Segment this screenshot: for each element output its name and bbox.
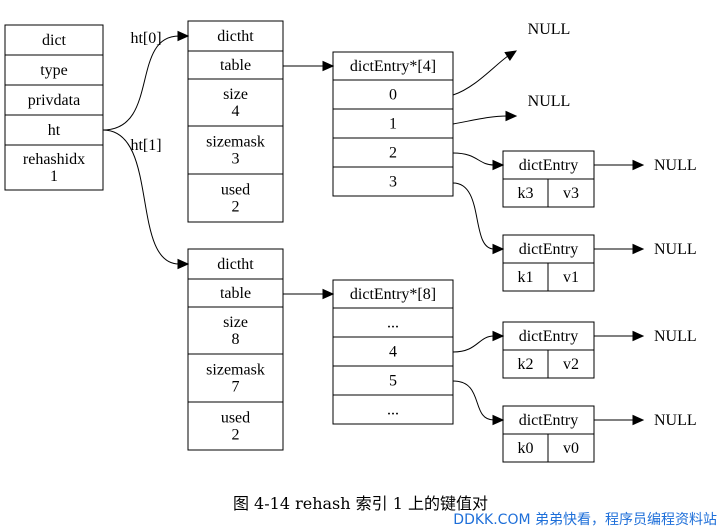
dict-entry-1-title-label: dictEntry — [519, 241, 579, 258]
site-watermark: DDKK.COM 弟弟快看，程序员编程资料站 — [453, 512, 717, 528]
edge-ht0-table-arrowhead — [322, 60, 335, 72]
null-bucket-0: NULL — [528, 21, 571, 38]
dict-entry-0-key-label: k3 — [518, 185, 534, 202]
ht0-field-table-label: table — [220, 57, 251, 74]
dict-title — [4, 24, 104, 56]
dict-entry-2-key-label: k2 — [518, 356, 534, 373]
edge-ht0-bucket-0-null — [452, 55, 509, 96]
ht0-title-label: dictht — [217, 28, 254, 45]
ht1-array-title — [332, 279, 454, 309]
edge-bucket-2-entry-k3-arrowhead — [492, 159, 505, 171]
dict-entry-1-key-label: k1 — [518, 269, 534, 286]
dict-field-type — [4, 54, 104, 86]
dict-field-privdata — [4, 84, 104, 116]
dict-entry-1-value — [547, 262, 595, 292]
ht0-array-slot-3-label: 3 — [389, 174, 397, 191]
dict-entry-3-value — [547, 433, 595, 463]
ht1-field-sizemask — [187, 353, 284, 403]
dict-entry-2-value-label: v2 — [563, 356, 579, 373]
edge-label-ht1: ht[1] — [130, 137, 161, 154]
null-entry-3: NULL — [654, 412, 697, 429]
ht0-array-title-label: dictEntry*[4] — [350, 58, 436, 75]
dict-entry-0-value — [547, 178, 595, 208]
edge-bucket-4-entry-k2 — [452, 335, 495, 353]
ht0-array-slot-1-label: 1 — [389, 116, 397, 133]
edge-dict-ht0 — [102, 35, 180, 131]
edge-dict-ht0-arrowhead — [177, 30, 190, 42]
ht1-array-slot-3-label: ... — [387, 402, 399, 419]
edge-entry-2-next-arrowhead — [632, 330, 645, 342]
dict-entry-3-title-label: dictEntry — [519, 412, 579, 429]
ht1-array-slot-3 — [332, 394, 454, 425]
edge-label-ht0: ht[0] — [130, 30, 161, 47]
dict-entry-1-value-label: v1 — [563, 269, 579, 286]
dict-field-ht-label: ht — [48, 122, 61, 139]
edge-entry-3-next-arrowhead — [632, 414, 645, 426]
ht0-array-slot-0-label: 0 — [389, 87, 397, 104]
dict-title-label: dict — [42, 32, 67, 49]
edge-entry-0-next-arrowhead — [632, 159, 645, 171]
edge-bucket-5-entry-k0 — [452, 380, 495, 421]
dict-entry-2-title-label: dictEntry — [519, 328, 579, 345]
edge-dict-ht1-arrowhead — [177, 258, 190, 270]
figure-caption: 图 4-14 rehash 索引 1 上的键值对 — [232, 494, 489, 513]
ht1-array-slot-2 — [332, 365, 454, 396]
edge-dict-ht1 — [102, 129, 180, 265]
edge-ht0-bucket-0-null-arrowhead — [504, 50, 518, 62]
ht0-array-slot-2-label: 2 — [389, 145, 397, 162]
dict-entry-0-title-label: dictEntry — [519, 157, 579, 174]
ht1-array-title-label: dictEntry*[8] — [350, 286, 436, 303]
ht0-title — [187, 20, 284, 52]
ht1-array-slot-0 — [332, 307, 454, 338]
ht1-title — [187, 248, 284, 280]
null-entry-2: NULL — [654, 328, 697, 345]
null-entry-1: NULL — [654, 241, 697, 258]
edge-bucket-5-entry-k0-arrowhead — [492, 414, 505, 426]
dict-entry-3-value-label: v0 — [563, 440, 579, 457]
null-bucket-1: NULL — [528, 93, 571, 110]
dict-entry-0-title — [502, 150, 595, 180]
ht1-field-used — [187, 401, 284, 451]
edge-bucket-4-entry-k2-arrowhead — [492, 330, 505, 342]
dict-entry-2-value — [547, 349, 595, 379]
ht0-field-table — [187, 50, 284, 80]
ht1-field-table-label: table — [220, 285, 251, 302]
edge-bucket-3-entry-k1-arrowhead — [492, 243, 505, 255]
edge-bucket-2-entry-k3 — [452, 152, 495, 166]
ht0-field-sizemask — [187, 125, 284, 175]
dict-entry-2-key — [502, 349, 549, 379]
dict-field-privdata-label: privdata — [28, 92, 80, 109]
edge-ht1-table-arrowhead — [322, 288, 335, 300]
dict-entry-0-key — [502, 178, 549, 208]
edge-bucket-3-entry-k1 — [452, 182, 495, 250]
ht1-array-slot-2-label: 5 — [389, 373, 397, 390]
ht1-title-label: dictht — [217, 256, 254, 273]
ht0-array-slot-3 — [332, 166, 454, 197]
edge-ht0-bucket-1-null — [452, 115, 508, 125]
ht1-array-slot-0-label: ... — [387, 315, 399, 332]
ht1-array-slot-1 — [332, 336, 454, 367]
ht1-array-slot-1-label: 4 — [389, 344, 397, 361]
null-entry-0: NULL — [654, 157, 697, 174]
dict-field-type-label: type — [40, 62, 68, 79]
dict-entry-0-value-label: v3 — [563, 185, 579, 202]
edge-ht0-bucket-1-null-arrowhead — [505, 110, 518, 122]
dict-entry-3-key-label: k0 — [518, 440, 534, 457]
ht0-array-title — [332, 51, 454, 81]
ht0-field-used — [187, 173, 284, 223]
dict-field-rehashidx — [4, 144, 104, 191]
edge-entry-1-next-arrowhead — [632, 243, 645, 255]
